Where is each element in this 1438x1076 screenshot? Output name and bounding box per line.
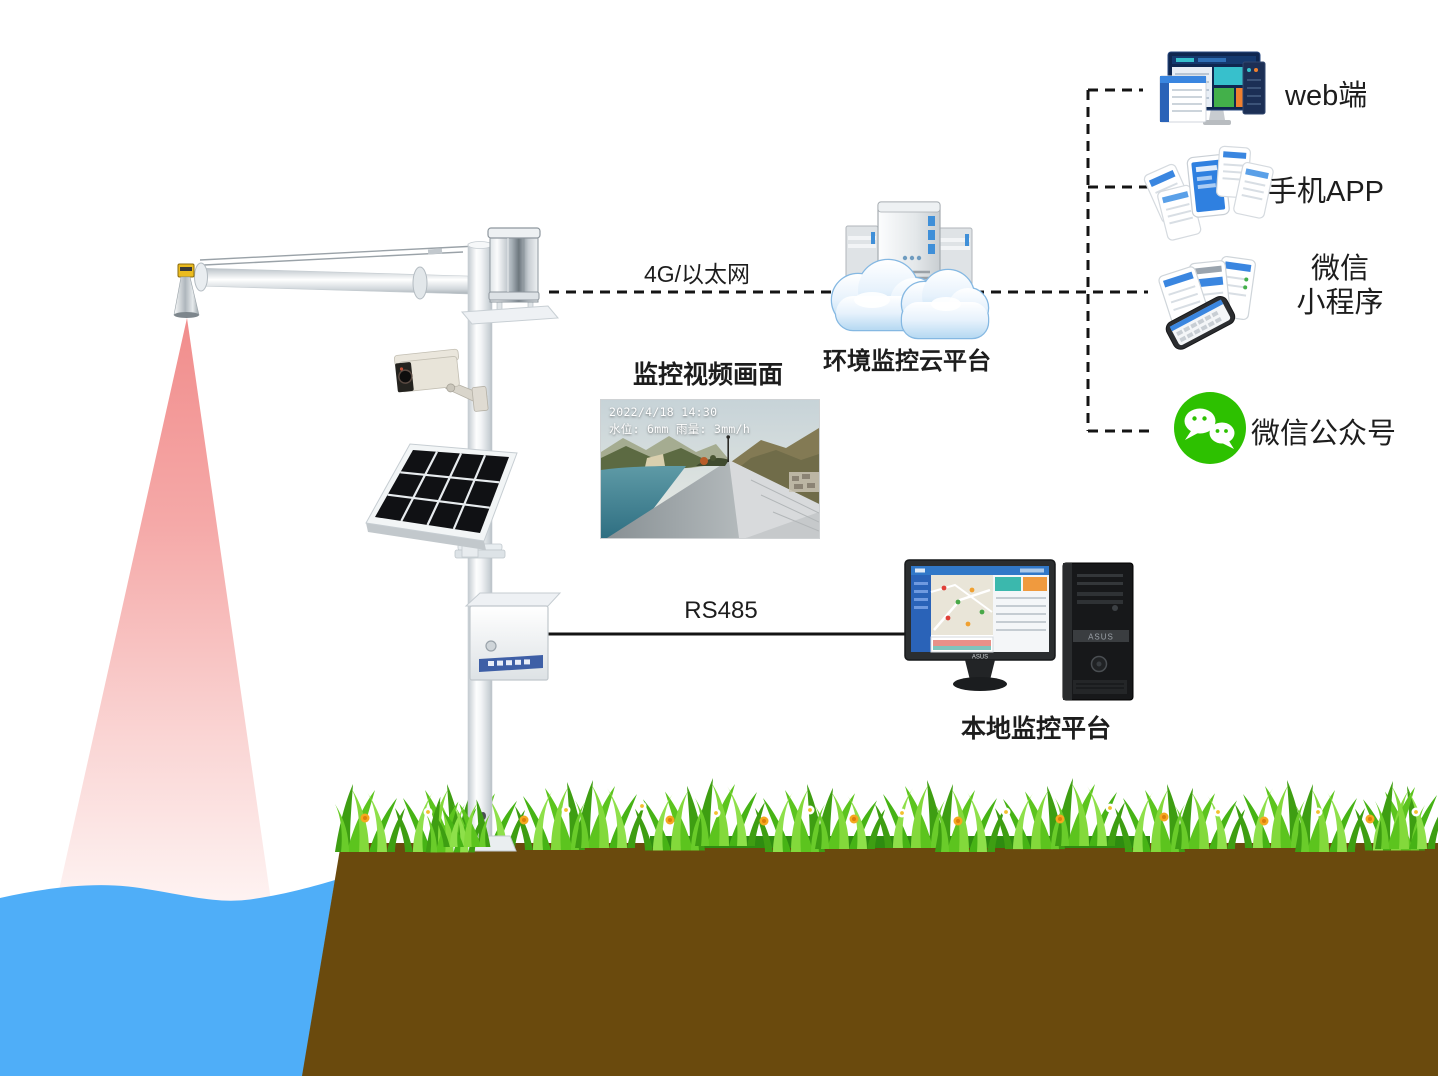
- tower-brand-text: ASUS: [1088, 633, 1114, 642]
- wechat-logo-icon: [1174, 392, 1246, 464]
- video-scene: [601, 400, 819, 538]
- web-client-icon: [1159, 51, 1266, 125]
- local-monitor-icon: ASUS: [904, 559, 1056, 691]
- web-client-label: web端: [1285, 80, 1368, 112]
- arm-flange-mid: [412, 266, 428, 300]
- rs485-label: RS485: [684, 597, 758, 624]
- soil: [302, 843, 1438, 1076]
- mobile-app-label: 手机APP: [1268, 176, 1385, 208]
- radar-level-sensor: [173, 263, 200, 318]
- monitoring-station: [173, 227, 562, 852]
- cctv-camera: [393, 348, 489, 412]
- water: [0, 880, 335, 1076]
- cloud-puffs: [830, 258, 990, 340]
- arm-flange-end: [194, 262, 208, 292]
- local-platform-icon: ASUS ASUS: [904, 559, 1134, 701]
- cloud-platform-label: 环境监控云平台: [823, 348, 991, 375]
- miniprogram-icon: [1158, 255, 1256, 350]
- control-box: [464, 592, 562, 681]
- rain-gauge: [460, 227, 560, 325]
- grass: [335, 778, 1438, 852]
- wechat-official-label: 微信公众号: [1251, 418, 1397, 450]
- local-platform-label: 本地监控平台: [960, 715, 1111, 743]
- miniprogram-label: 微信 小程序: [1296, 253, 1384, 319]
- monitor-brand-text: ASUS: [972, 655, 988, 661]
- uplink-label: 4G/以太网: [643, 261, 751, 287]
- guy-wires: [199, 245, 478, 266]
- video-title: 监控视频画面: [632, 361, 783, 389]
- radar-beam: [55, 318, 272, 908]
- video-frame: 2022/4/18 14:30 水位: 6mm 雨量: 3mm/h: [600, 399, 820, 539]
- mobile-app-icon: [1143, 145, 1274, 241]
- solar-panel: [365, 443, 518, 558]
- video-timestamp: 2022/4/18 14:30: [609, 405, 718, 419]
- video-telemetry: 水位: 6mm 雨量: 3mm/h: [609, 422, 751, 436]
- connector-lines: [530, 88, 1152, 636]
- desktop-tower-icon: ASUS: [1062, 562, 1134, 701]
- cloud-platform-icon: [830, 201, 990, 340]
